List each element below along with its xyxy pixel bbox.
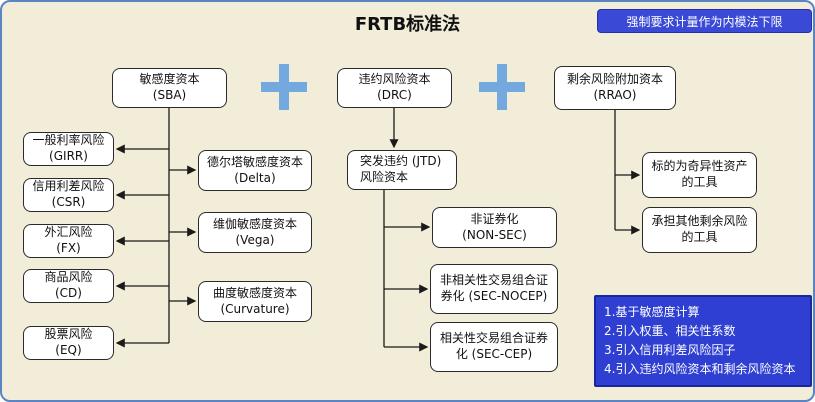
node-vega-label: 维伽敏感度资本 (Vega) [212,216,297,247]
node-vega: 维伽敏感度资本 (Vega) [198,212,312,253]
node-jtd-label: 突发违约 (JTD) 风险资本 [360,154,442,184]
node-drc: 违约风险资本 (DRC) [337,68,452,108]
node-cd: 商品风险 (CD) [23,269,114,303]
node-curvature-label: 曲度敏感度资本 (Curvature) [212,285,297,316]
node-curvature: 曲度敏感度资本 (Curvature) [198,281,312,322]
note-line-4: 4.引入违约风险资本和剩余风险资本 [604,362,796,376]
mandatory-floor-badge: 强制要求计量作为内模法下限 [597,9,812,33]
node-csr-label: 信用利差风险 (CSR) [32,179,105,209]
node-girr: 一般利率风险 (GIRR) [23,132,114,166]
page-title: FRTB标准法 [354,14,461,35]
node-fx-label: 外汇风险 (FX) [44,225,93,255]
node-nonsec-label: 非证券化 (NON-SEC) [462,211,527,242]
node-other-residual-risk-label: 承担其他剩余风险 的工具 [651,214,748,244]
note-line-1: 1.基于敏感度计算 [604,305,700,319]
note-line-2: 2.引入权重、相关性系数 [604,324,736,338]
node-jtd: 突发违约 (JTD) 风险资本 [347,150,457,190]
node-eq: 股票风险 (EQ) [23,326,114,360]
note-line-3: 3.引入信用利差风险因子 [604,343,736,357]
node-secnocep-label: 非相关性交易组合证券化 (SEC-NOCEP) [439,273,548,303]
node-secnocep: 非相关性交易组合证券化 (SEC-NOCEP) [430,264,558,314]
node-drc-label: 违约风险资本 (DRC) [358,72,431,102]
node-delta: 德尔塔敏感度资本 (Delta) [198,150,312,191]
node-seccep-label: 相关性交易组合证券化 (SEC-CEP) [439,331,548,361]
node-cd-label: 商品风险 (CD) [44,270,93,300]
node-fx: 外汇风险 (FX) [23,224,114,258]
node-eq-label: 股票风险 (EQ) [44,327,93,357]
plus-icon [479,64,525,110]
node-exotic-instruments-label: 标的为奇异性资产 的工具 [651,159,748,189]
key-points-panel: 1.基于敏感度计算 2.引入权重、相关性系数 3.引入信用利差风险因子 4.引入… [594,295,812,387]
node-delta-label: 德尔塔敏感度资本 (Delta) [206,154,303,185]
node-csr: 信用利差风险 (CSR) [23,178,114,212]
node-sba-label: 敏感度资本 (SBA) [139,72,200,102]
node-nonsec: 非证券化 (NON-SEC) [432,207,557,248]
node-seccep: 相关性交易组合证券化 (SEC-CEP) [430,322,558,372]
node-sba: 敏感度资本 (SBA) [112,68,227,108]
node-other-residual-risk: 承担其他剩余风险 的工具 [642,207,757,253]
node-girr-label: 一般利率风险 (GIRR) [32,133,105,163]
plus-icon [261,64,307,110]
node-rrao-label: 剩余风险附加资本 (RRAO) [566,72,663,102]
node-exotic-instruments: 标的为奇异性资产 的工具 [642,152,757,198]
node-rrao: 剩余风险附加资本 (RRAO) [554,66,676,110]
